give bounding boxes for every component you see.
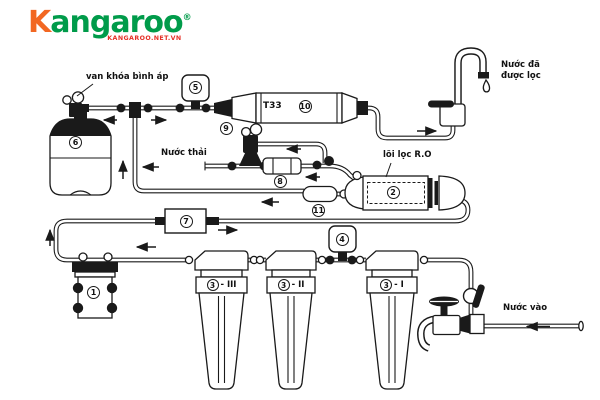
flow-arrows <box>45 115 550 332</box>
registered-mark: ® <box>182 13 192 23</box>
t33-post-filter <box>214 92 368 124</box>
logo-wordmark: Kangaroo® <box>28 5 192 40</box>
filter-label-stage3-third: 3 - III <box>196 277 247 293</box>
component-number-2: 2 <box>386 186 400 199</box>
ro-membrane-housing <box>344 170 466 211</box>
component-number-4: 4 <box>335 233 349 246</box>
component-number-7: 7 <box>179 214 193 228</box>
filter-housing-second <box>255 250 327 390</box>
flow-restrictor-8 <box>262 157 302 175</box>
low-pressure-switch-1 <box>72 252 118 319</box>
component-number-6: 6 <box>69 136 82 149</box>
logo-website: KANGAROO.NET.VN <box>107 35 182 42</box>
component-number-10: 10 <box>298 100 312 113</box>
filter-housing-first <box>355 250 429 390</box>
label-tank-valve: van khóa bình áp <box>86 72 169 82</box>
component-number-3: 3 <box>277 279 290 291</box>
water-drop-icon <box>482 78 491 93</box>
tap-spout <box>418 316 437 351</box>
logo-letter-k: K <box>28 5 51 40</box>
component-number-8: 8 <box>273 174 287 188</box>
label-ro-core: lõi lọc R.O <box>383 150 432 160</box>
filter-housing-third <box>184 250 259 390</box>
component-number-1: 1 <box>87 286 100 299</box>
label-t33: T33 <box>263 101 282 111</box>
component-number-5: 5 <box>189 81 202 94</box>
inlet-pipe-open-end <box>578 320 584 332</box>
filtered-water-faucet <box>428 72 489 127</box>
component-number-11: 11 <box>312 204 325 217</box>
ro-core-pointer-line <box>385 162 392 178</box>
label-water-in: Nước vào <box>503 303 548 313</box>
filter-label-stage3-second: 3 - II <box>267 277 315 293</box>
component-number-3: 3 <box>380 279 393 291</box>
label-waste-water: Nước thải <box>161 148 207 158</box>
pressure-tank <box>49 111 112 196</box>
check-valve-11 <box>302 185 349 203</box>
tank-valve-pointer-line <box>76 83 94 97</box>
component-number-9: 9 <box>219 122 233 135</box>
faucet-spout <box>455 48 486 106</box>
filter-label-stage3-first: 3 - I <box>367 277 417 293</box>
kangaroo-logo: Kangaroo® KANGAROO.NET.VN <box>28 6 192 42</box>
inlet-ball-valve <box>462 284 485 308</box>
component-number-3: 3 <box>206 279 219 291</box>
raw-water-tap <box>429 296 461 336</box>
waste-tee-fittings <box>312 156 334 170</box>
tank-lock-valve <box>62 91 89 117</box>
top-pipe-fittings <box>116 102 153 118</box>
flush-valve-9 <box>227 123 269 171</box>
booster-pump-7 <box>155 208 219 234</box>
